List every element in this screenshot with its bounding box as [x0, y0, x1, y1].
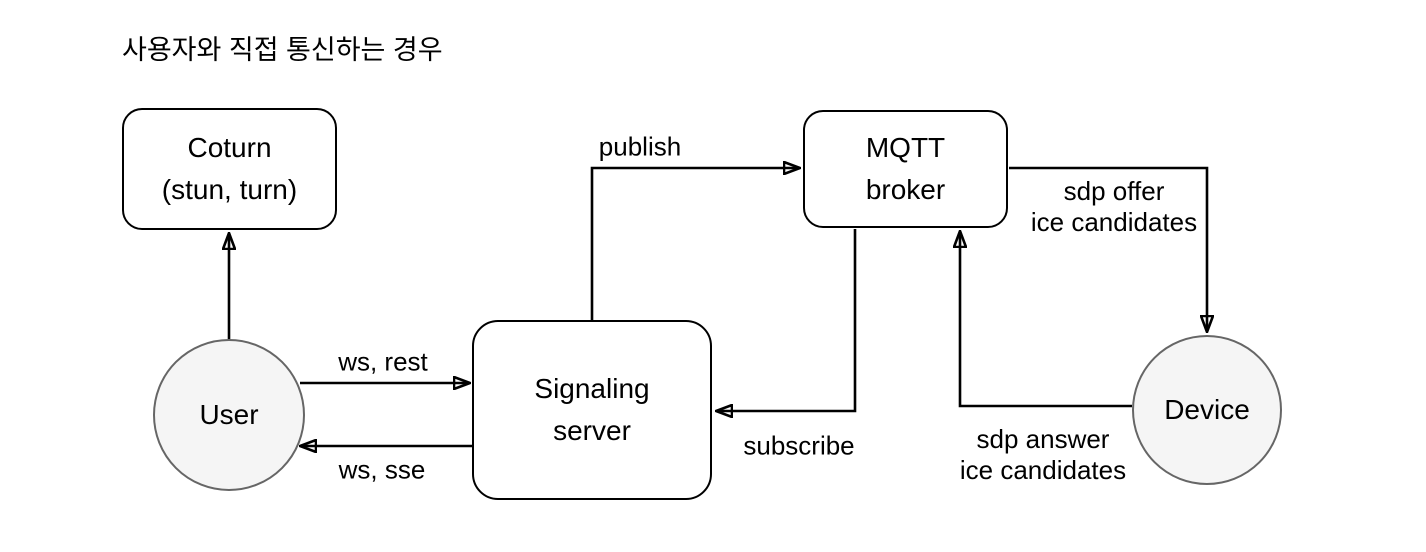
edge-label-sdp-offer: sdp offer ice candidates: [1031, 176, 1197, 238]
node-signaling-line2: server: [553, 415, 631, 446]
edge-label-sdp-offer-line2: ice candidates: [1030, 207, 1198, 237]
edge-mqtt-to-device-sdp-offer: [1009, 166, 1207, 332]
edge-label-sdp-answer-line2: ice candidates: [959, 455, 1127, 485]
edge-signaling-to-mqtt-publish: [590, 168, 800, 320]
edge-label-sdp-offer-line1: sdp offer: [1063, 176, 1165, 206]
node-user: User: [153, 339, 305, 491]
node-coturn-line2: (stun, turn): [161, 174, 298, 205]
node-mqtt-line1: MQTT: [865, 132, 946, 163]
node-mqtt-line2: broker: [865, 174, 946, 205]
node-signaling-line1: Signaling: [534, 373, 650, 404]
node-device: Device: [1132, 335, 1282, 485]
node-coturn-line1: Coturn: [187, 132, 272, 163]
edge-label-ws-rest: ws, rest: [338, 346, 428, 377]
edge-mqtt-to-signaling-subscribe: [716, 229, 857, 411]
edge-label-sdp-answer: sdp answer ice candidates: [960, 424, 1126, 486]
diagram-title: 사용자와 직접 통신하는 경우: [122, 35, 443, 65]
edge-label-ws-sse: ws, sse: [338, 454, 426, 485]
edge-label-sdp-answer-line1: sdp answer: [976, 424, 1110, 454]
edge-device-to-mqtt-sdp-answer: [960, 231, 1132, 408]
node-signaling-server: Signaling server: [472, 320, 712, 500]
edge-label-publish: publish: [598, 131, 682, 162]
edge-label-subscribe: subscribe: [743, 430, 855, 461]
node-coturn: Coturn (stun, turn): [122, 108, 337, 230]
node-device-label: Device: [1164, 394, 1250, 425]
node-user-label: User: [199, 399, 259, 430]
node-mqtt-broker: MQTT broker: [803, 110, 1008, 228]
